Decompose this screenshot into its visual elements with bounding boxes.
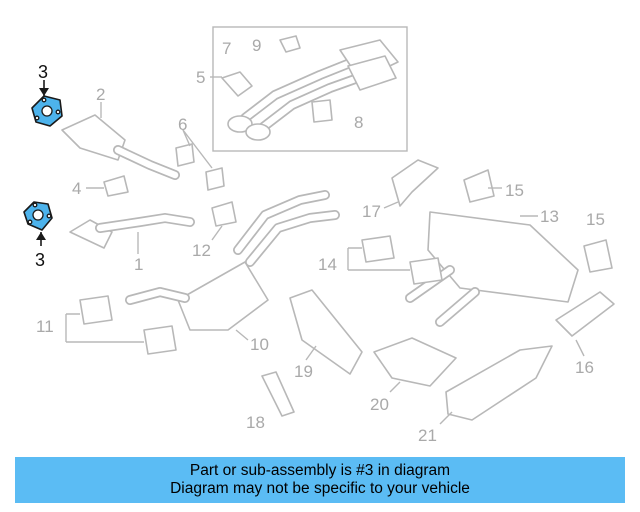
part-1-front-pipe: [69, 213, 195, 254]
banner-line-part-number: Part or sub-assembly is #3 in diagram: [189, 462, 451, 479]
callout-7: 7: [222, 39, 231, 58]
callout-1: 1: [134, 255, 143, 274]
part-11-clamps: [65, 295, 177, 355]
callout-21: 21: [418, 426, 437, 445]
part-13-muffler: [405, 211, 579, 327]
part-6-gaskets: [175, 129, 225, 191]
part-19-shield: [289, 289, 363, 375]
banner-line-disclaimer: Diagram may not be specific to your vehi…: [170, 480, 470, 497]
mid-pipes: [233, 190, 340, 267]
callout-5: 5: [196, 68, 205, 87]
callout-16: 16: [575, 358, 594, 377]
callout-19: 19: [294, 362, 313, 381]
exhaust-system-diagram: 3 3 1 2 4 5 6 7 8 9 10 11 12 13 14 15 15…: [23, 26, 615, 445]
info-banner: Part or sub-assembly is #3 in diagram Di…: [15, 457, 625, 503]
part-3-gasket-upper: [31, 80, 63, 127]
part-12-clamp: [211, 201, 237, 241]
callout-9: 9: [252, 36, 261, 55]
part-21-shield: [439, 345, 553, 425]
callout-18: 18: [246, 413, 265, 432]
callout-8: 8: [354, 113, 363, 132]
part-14-clamps: [347, 235, 443, 285]
callout-17: 17: [362, 202, 381, 221]
part-16-tailpipe: [555, 291, 615, 357]
callout-12: 12: [192, 241, 211, 260]
part-10-resonator: [125, 261, 269, 341]
callout-4: 4: [72, 179, 81, 198]
part-5-inset-box: [210, 26, 408, 152]
callout-10: 10: [250, 335, 269, 354]
callout-15-lower: 15: [586, 210, 605, 229]
part-15-hangers: [463, 169, 613, 273]
part-3-gasket-lower: [23, 201, 53, 246]
callout-3-bottom: 3: [35, 250, 45, 270]
part-2-catalytic-converter: [61, 102, 180, 180]
callout-6: 6: [178, 115, 187, 134]
callout-20: 20: [370, 395, 389, 414]
callout-3-top: 3: [38, 62, 48, 82]
part-17-heat-shield: [383, 159, 439, 209]
callout-2: 2: [96, 85, 105, 104]
callout-15-upper: 15: [505, 181, 524, 200]
callout-13: 13: [540, 207, 559, 226]
part-18-bracket: [261, 371, 295, 417]
callout-11: 11: [36, 317, 54, 336]
callout-14: 14: [318, 255, 337, 274]
part-4-bracket: [86, 175, 129, 197]
part-20-shield: [373, 337, 457, 393]
